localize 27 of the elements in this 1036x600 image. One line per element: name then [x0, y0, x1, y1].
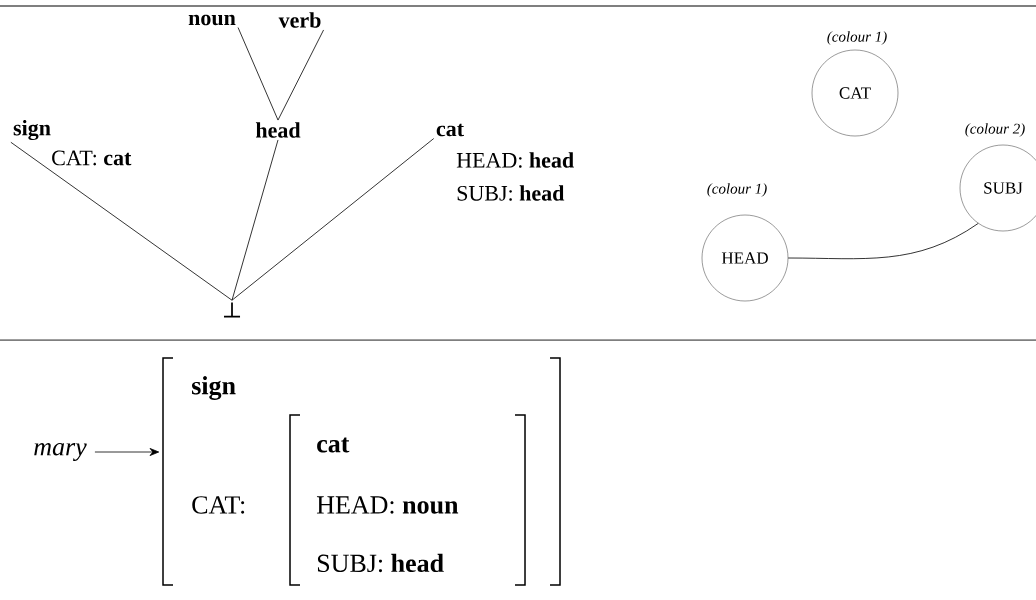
type-label: cat — [317, 437, 350, 453]
feature-text: CAT: cat — [52, 150, 132, 166]
colour-annotation: (colour 1) — [707, 183, 767, 197]
word-label: mary — [34, 443, 87, 461]
colour-annotation: (colour 1) — [827, 31, 887, 45]
arrow — [94, 448, 160, 456]
type-label: sign — [13, 119, 51, 141]
feature-text: CAT: — [192, 496, 245, 514]
feature-text: SUBJ: head — [317, 553, 444, 573]
connector-line — [237, 27, 279, 121]
connector-line — [10, 141, 233, 301]
type-label: ⊥ — [224, 302, 240, 318]
bracket-matrix — [289, 414, 526, 586]
feature-text: HEAD: head — [456, 152, 574, 168]
bracket-matrix — [162, 357, 561, 586]
type-label: head — [255, 122, 301, 138]
connector-line — [787, 223, 979, 260]
type-label: sign — [192, 376, 236, 400]
connector-line — [277, 29, 324, 121]
type-label: cat — [436, 123, 464, 137]
type-label: noun — [188, 14, 236, 26]
connector-line — [231, 139, 279, 301]
feature-text: HEAD: noun — [316, 496, 459, 514]
type-label: verb — [278, 12, 321, 28]
colour-annotation: (colour 2) — [965, 123, 1025, 137]
connector-line — [231, 138, 435, 301]
feature-text: SUBJ: head — [457, 185, 565, 201]
